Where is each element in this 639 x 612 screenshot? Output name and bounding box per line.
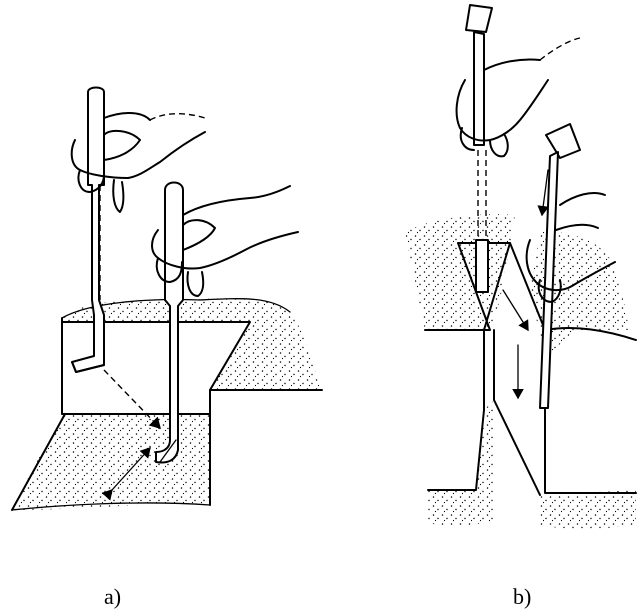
panel-a-scraper-2 (155, 181, 184, 464)
panel-b-drawing (405, 4, 637, 529)
panel-a-upper-surface (62, 297, 322, 390)
panel-b-groove-outline (424, 242, 511, 491)
panel-a-approach-arrow (103, 369, 161, 430)
panel-a-caption: a) (104, 584, 122, 609)
panel-a-hand-2 (151, 229, 299, 270)
panel-a-drawing (11, 86, 323, 511)
panel-b-hand-2 (525, 239, 616, 292)
panel-b-chisel-1 (465, 4, 493, 33)
panel-a-lower-surface (12, 414, 210, 510)
panel-b-caption: b) (513, 584, 532, 609)
panel-b-scraper-2 (545, 123, 581, 159)
panel-a-hand-1 (70, 131, 206, 179)
panel-a-scraper-1 (71, 86, 105, 373)
panel-b-lower-right-surface (540, 490, 636, 529)
panel-b-lower-left-surface (428, 400, 494, 527)
panel-b-motion-arrow-1 (502, 289, 529, 332)
panel-b-upper-left-surface (405, 214, 515, 330)
panel-a-stroke-arrow (101, 447, 151, 501)
panel-b-hand-1 (455, 79, 549, 142)
